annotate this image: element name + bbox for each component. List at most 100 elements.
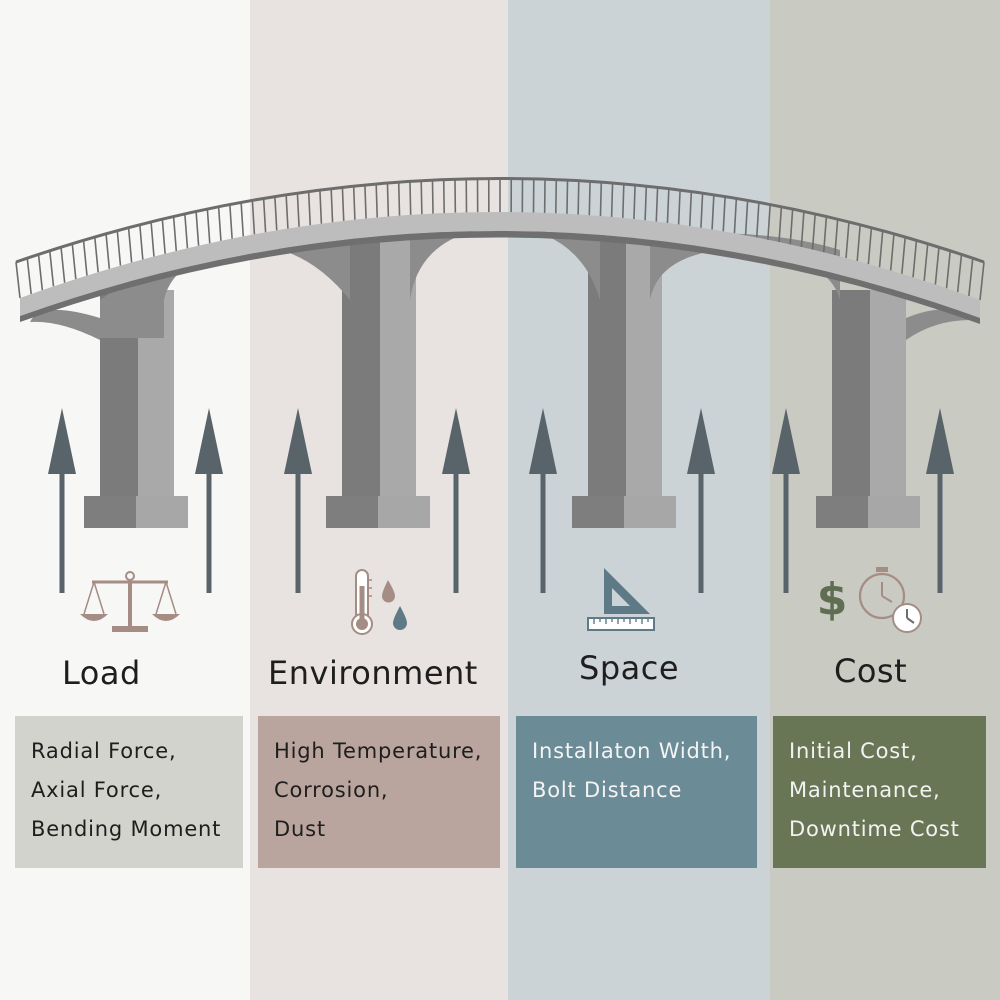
railing-post [621,183,625,218]
railing-post [285,194,289,229]
bridge-railing-posts [15,178,985,301]
railing-post [150,221,155,257]
railing-post [330,188,334,223]
railing-post [644,186,648,221]
railing-post [93,236,99,273]
railing-post [878,230,884,268]
railing-post [116,230,122,266]
railing-post [161,219,166,254]
cost-factors-box: Initial Cost, Maintenance, Downtime Cost [773,716,986,868]
railing-post [923,243,929,281]
railing-post [968,258,974,297]
bridge-deck [20,211,980,318]
railing-post [386,182,390,217]
cost-factor-item: Initial Cost, [789,739,918,763]
railing-post [577,180,580,215]
load-factor-item: Radial Force, [31,739,177,763]
cost-factor-item: Maintenance, [789,778,941,802]
railing-post [409,181,412,215]
railing-post [352,186,356,220]
column-title-environment: Environment [268,654,478,692]
railing-post [296,193,300,227]
load-factor-item: Bending Moment [31,817,222,841]
environment-factor-item: Corrosion, [274,778,389,802]
environment-factor-item: Dust [274,817,326,841]
railing-post [37,254,44,291]
railing-post [666,188,670,223]
railing-post [711,194,715,230]
railing-post [375,183,379,218]
environment-factor-item: High Temperature, [274,739,483,763]
railing-post [722,196,726,232]
railing-post [956,254,963,293]
railing-post [588,181,591,216]
railing-post [834,219,839,256]
railing-post [867,227,873,265]
railing-post [172,216,178,251]
dollar-stopwatch-icon: $ [817,567,922,633]
railing-post [566,180,569,214]
up-arrow-icon [926,408,954,593]
force-arrows [48,408,954,593]
railing-post [744,200,749,236]
stopwatch-icon [858,567,906,620]
environment-factors-box: High Temperature, Corrosion, Dust [258,716,500,868]
railing-post [60,247,66,283]
railing-post [364,184,367,219]
railing-post [945,250,952,289]
up-arrow-icon [687,408,715,593]
railing-post [105,233,111,269]
railing-post [889,233,895,271]
railing-post [217,206,222,241]
bridge-illustration [15,177,985,528]
clock-icon [892,603,922,633]
railing-post [262,198,267,233]
railing-post [979,261,985,301]
railing-post [26,258,32,295]
railing-post [856,224,861,261]
railing-post [139,224,144,260]
railing-post [733,198,738,234]
railing-post [195,211,200,246]
railing-post [901,236,907,274]
railing-post [127,227,133,263]
thermometer-droplets-icon [351,569,407,635]
railing-post [71,243,77,280]
railing-post [229,204,233,239]
column-title-load: Load [62,654,141,692]
railing-post [206,208,211,244]
railing-post [633,184,636,220]
up-arrow-icon [529,408,557,593]
balance-scale-icon [80,571,180,632]
up-arrow-icon [195,408,223,593]
dollar-sign-icon: $ [817,574,848,625]
railing-post [677,190,681,225]
railing-post [767,204,771,240]
space-factor-item: Bolt Distance [532,778,683,802]
space-factors-box: Installaton Width, Bolt Distance [516,716,757,868]
railing-post [778,206,783,243]
bridge-arch-1 [100,236,350,338]
railing-post [599,182,603,217]
railing-post [240,202,245,237]
railing-post [274,196,278,231]
up-arrow-icon [48,408,76,593]
railing-post [755,202,760,238]
cost-factor-item: Downtime Cost [789,817,960,841]
load-factors-box: Radial Force, Axial Force, Bending Momen… [15,716,243,868]
column-title-space: Space [579,649,680,687]
railing-post [48,250,55,287]
railing-post [319,190,323,224]
railing-post [934,247,940,285]
railing-post [811,213,816,250]
railing-post [800,211,805,247]
railing-post [822,216,828,253]
railing-post [789,208,794,245]
up-arrow-icon [284,408,312,593]
railing-post [431,180,434,214]
railing-post [397,182,401,216]
railing-post [688,191,693,227]
railing-post [15,261,21,299]
railing-post [655,187,659,222]
